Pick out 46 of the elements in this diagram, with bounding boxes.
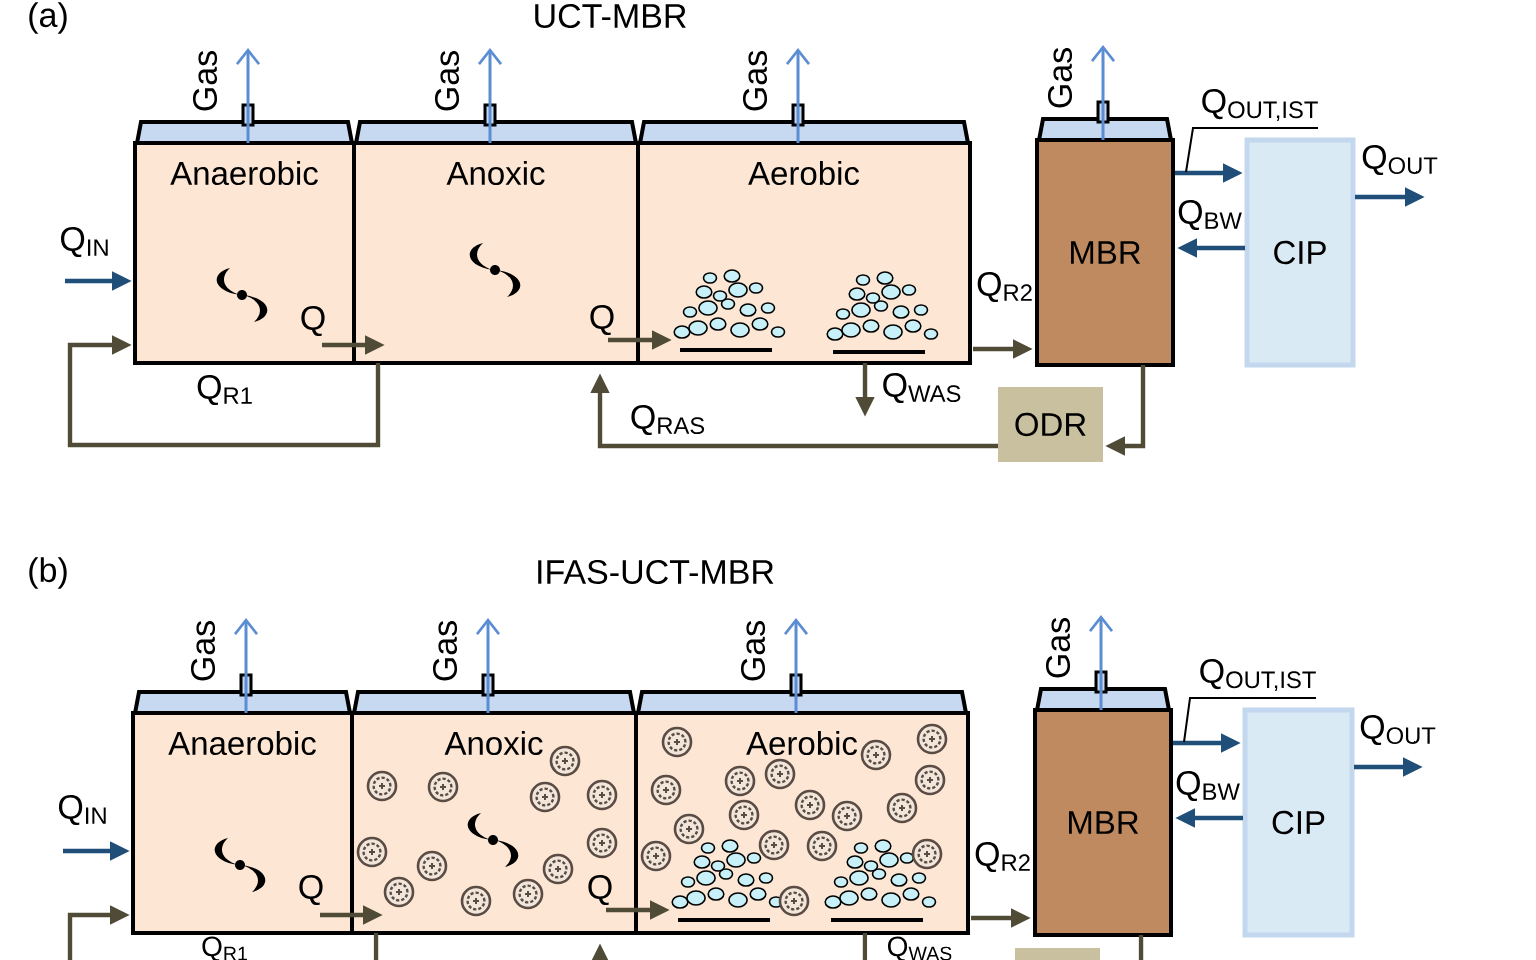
gas-arrow [1091, 45, 1116, 140]
box [1015, 948, 1100, 960]
flow-label: Q$_{RAS}$ [631, 404, 705, 436]
gas-label: Gas [740, 621, 766, 681]
gas-arrow [784, 618, 809, 713]
flow-label: Q$_{R2}$ [977, 271, 1032, 303]
gas-arrow [236, 48, 261, 143]
panel-label: (b) [29, 557, 67, 589]
flow-label: Q$_{IN}$ [61, 226, 108, 258]
gas-label: Gas [190, 621, 216, 681]
flow-label: Q$_{OUT}$ [1360, 714, 1436, 746]
flow-label: Q$_{BW}$ [1178, 199, 1242, 231]
gas-label: Gas [192, 51, 218, 111]
flow-arrow [67, 335, 381, 448]
gas-label: Gas [432, 621, 458, 681]
pipe-line [862, 933, 868, 960]
flow-label: Q$_{R2}$ [975, 841, 1030, 873]
flow-label: Q$_{R1}$ [197, 374, 252, 406]
cip-unit: CIP [1244, 137, 1356, 368]
gas-label: Gas [742, 51, 768, 111]
pipe-line [373, 933, 379, 960]
flow-label: Q$_{BW}$ [1176, 770, 1240, 802]
membrane-tank: MBR [1033, 708, 1173, 937]
flow-label: Q$_{OUT}$ [1362, 144, 1438, 176]
flow-label: Q [590, 304, 614, 336]
flow-label: Q [301, 305, 325, 337]
panel-title: UCT-MBR [535, 3, 686, 29]
panel-title: IFAS-UCT-MBR [538, 559, 774, 585]
gas-arrow [478, 48, 503, 143]
panel-label: (a) [29, 2, 67, 34]
pipe-line [1138, 935, 1144, 960]
gas-label: Gas [1045, 618, 1071, 678]
flow-label: Q [588, 874, 612, 906]
gas-label: Gas [1047, 48, 1073, 108]
tank: Aerobic [636, 141, 972, 365]
gas-arrow [786, 48, 811, 143]
membrane-tank: MBR [1035, 138, 1175, 367]
flow-label: Q$_{IN}$ [59, 794, 106, 826]
gas-arrow [234, 618, 259, 713]
gas-arrow [476, 618, 501, 713]
odr-box: ODR [998, 387, 1103, 462]
flow-label: Q [299, 874, 323, 906]
flow-label: Q$_{WAS}$ [883, 372, 961, 404]
cip-unit: CIP [1242, 707, 1355, 938]
gas-arrow [1089, 615, 1114, 710]
gas-label: Gas [434, 51, 460, 111]
